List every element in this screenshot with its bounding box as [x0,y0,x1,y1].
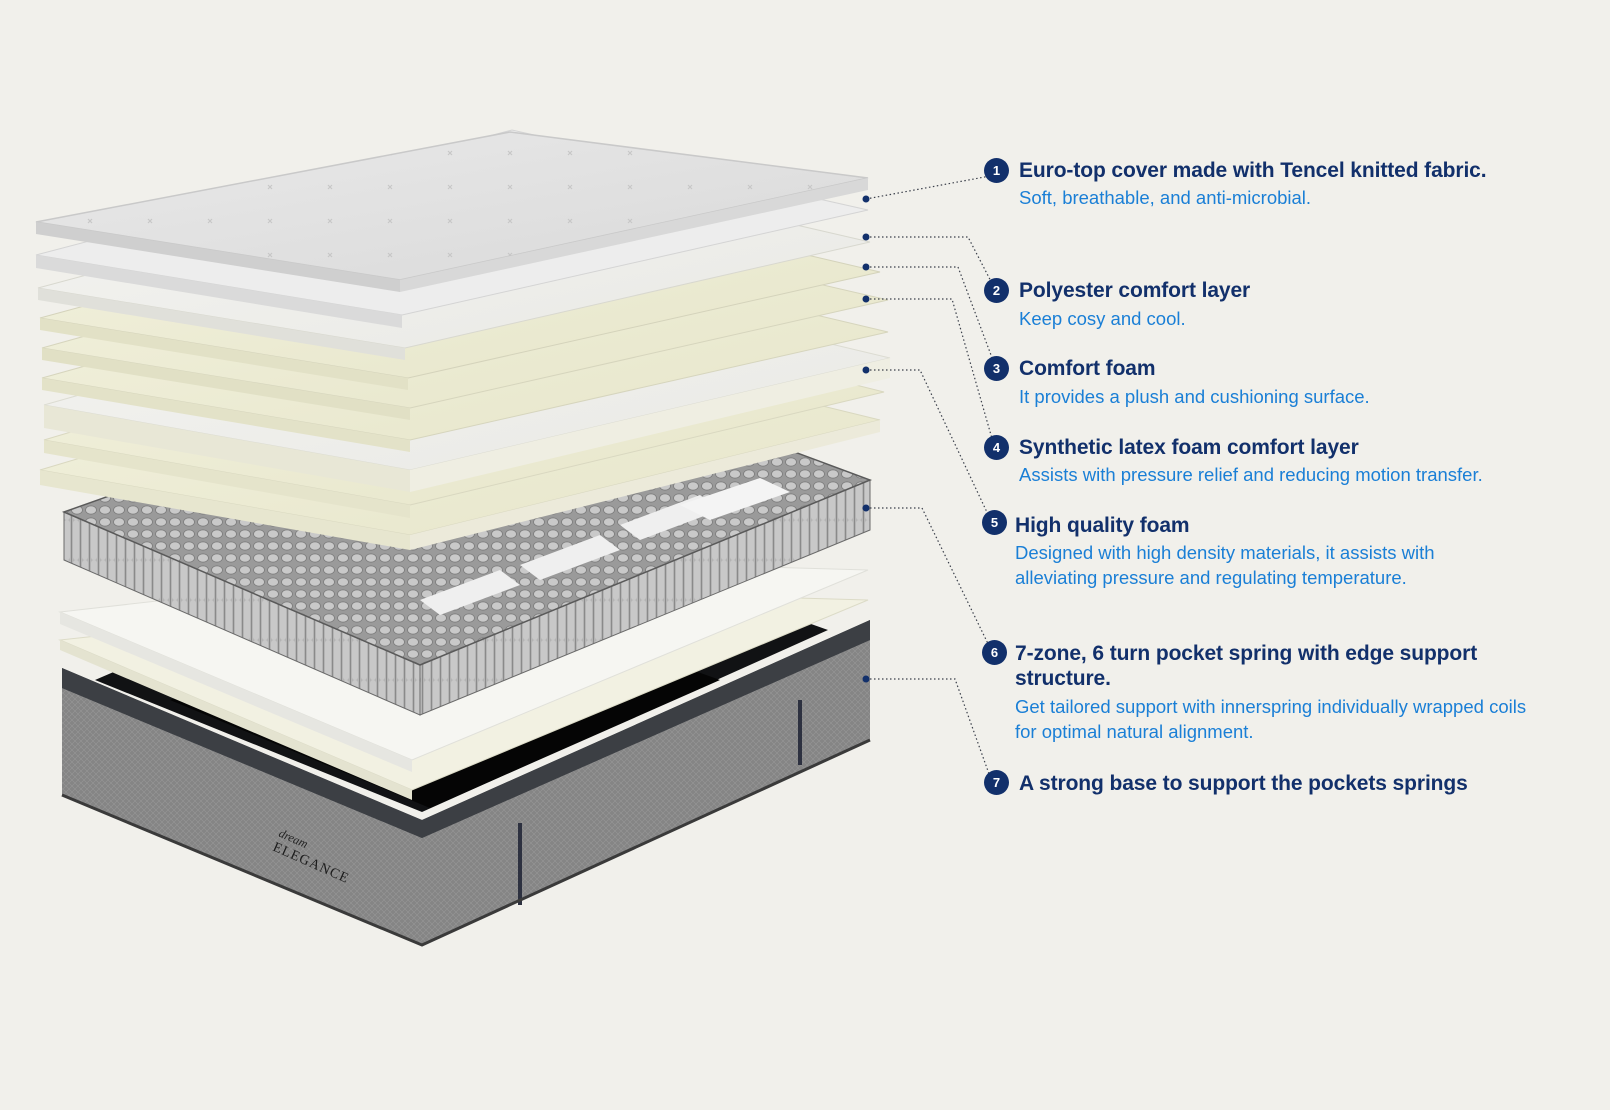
callout-number-badge: 2 [984,278,1009,303]
callout-number-badge: 4 [984,435,1009,460]
callout-number-badge: 6 [982,640,1007,665]
callout-description: Designed with high density materials, it… [1015,542,1435,588]
leader-line-2 [866,236,998,294]
leader-lines [865,175,998,786]
callout-description: Assists with pressure relief and reducin… [1019,464,1483,485]
callout-number-badge: 1 [984,158,1009,183]
callout-title: Polyester comfort layer [1019,279,1251,302]
callout-number-badge: 5 [982,510,1007,535]
callout-description: It provides a plush and cushioning surfa… [1019,386,1370,407]
leader-line-4 [866,298,996,450]
leader-line-6 [866,507,994,655]
callout-title: Comfort foam [1019,357,1156,380]
callout-number-badge: 7 [984,770,1009,795]
leader-line-1 [865,175,991,200]
callout-title: High quality foam [1015,514,1190,537]
callout-title: Synthetic latex foam comfort layer [1019,436,1359,459]
leader-line-5 [866,369,994,526]
callout-title: A strong base to support the pockets spr… [1019,772,1468,795]
callout-number-badge: 3 [984,356,1009,381]
leader-dots [862,195,870,683]
callout-description: Keep cosy and cool. [1019,308,1186,329]
euro-top-cover [35,131,869,292]
leader-line-7 [866,678,994,786]
callout-description: Get tailored support with innerspring in… [1015,696,1527,742]
leader-line-3 [866,266,998,372]
callout-description: Soft, breathable, and anti-microbial. [1019,187,1312,208]
callout-title: Euro-top cover made with Tencel knitted … [1019,159,1487,182]
callout-title: 7-zone, 6 turn pocket spring with edge s… [1015,642,1478,690]
